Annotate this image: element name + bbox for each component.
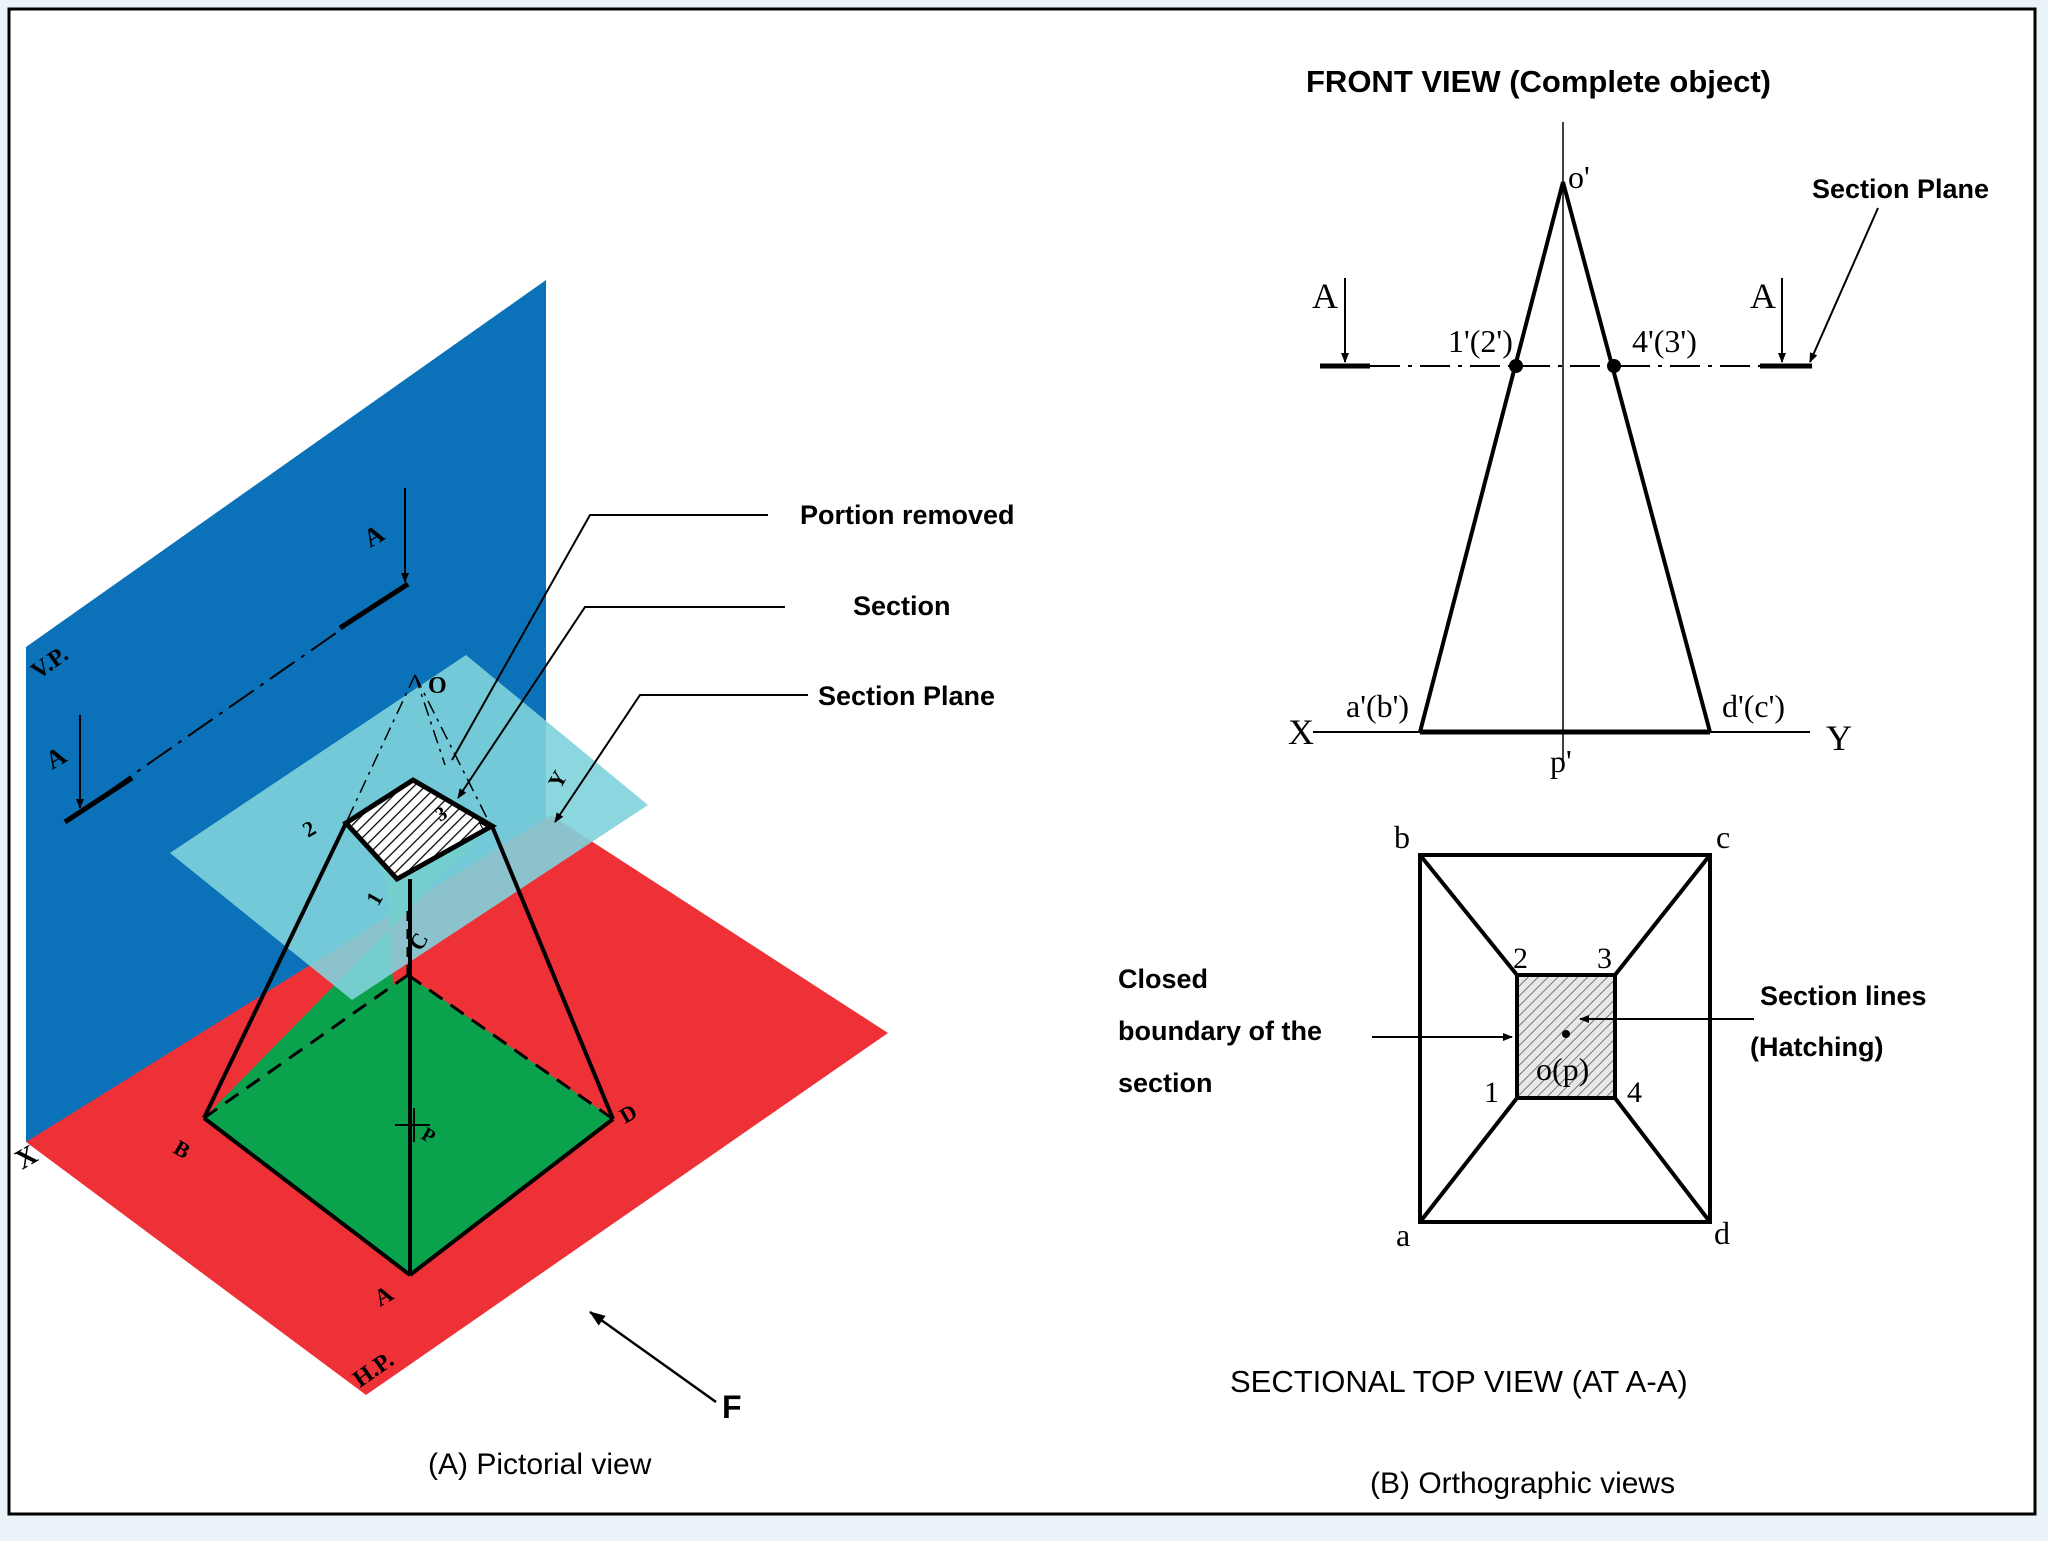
label-p-prime: p' xyxy=(1550,743,1572,779)
diag-c xyxy=(1613,853,1712,977)
label-apex-o: O xyxy=(428,673,447,699)
callout-portion-removed: Portion removed xyxy=(800,500,1015,530)
label-a-top: a xyxy=(1396,1217,1410,1253)
cut-label-left: A xyxy=(1312,276,1338,316)
closed-boundary-line2: boundary of the xyxy=(1118,1016,1322,1046)
label-o-prime: o' xyxy=(1568,159,1590,195)
center-point xyxy=(1562,1030,1570,1038)
label-2-top: 2 xyxy=(1513,942,1528,975)
label-d-c-prime: d'(c') xyxy=(1722,688,1785,724)
label-c-top: c xyxy=(1716,819,1730,855)
orthographic-caption: (B) Orthographic views xyxy=(1370,1467,1675,1500)
label-3-top: 3 xyxy=(1597,942,1612,975)
callout-section: Section xyxy=(853,591,951,621)
view-direction-arrow xyxy=(589,1310,717,1404)
cut-point-left xyxy=(1509,359,1523,373)
closed-boundary-line3: section xyxy=(1118,1068,1213,1098)
section-plane-label: Section Plane xyxy=(1812,174,1989,204)
diag-a xyxy=(1418,1096,1519,1224)
section-lines-line1: Section lines xyxy=(1760,981,1927,1011)
pictorial-caption: (A) Pictorial view xyxy=(428,1448,652,1481)
top-view-section xyxy=(1515,973,1617,1100)
label-1-top: 1 xyxy=(1484,1076,1499,1109)
leader-section-plane xyxy=(554,694,808,823)
top-view-outline xyxy=(1418,853,1712,1224)
label-o-p: o(p) xyxy=(1536,1051,1589,1087)
label-y-front: Y xyxy=(1826,718,1852,758)
cut-label-right: A xyxy=(1750,276,1776,316)
section-lines-line2: (Hatching) xyxy=(1750,1032,1883,1062)
diag-d xyxy=(1613,1096,1712,1224)
pictorial-view: A A V.P. H.P. X O A B C D P 1 2 xyxy=(10,280,1015,1481)
diag-b xyxy=(1418,853,1519,977)
label-a-b-prime: a'(b') xyxy=(1346,688,1409,724)
front-edge-right xyxy=(1561,181,1712,733)
leader-section xyxy=(457,606,785,799)
base-edge-ad xyxy=(408,1117,615,1277)
removed-edge-1 xyxy=(344,674,416,826)
vp-cut-end-left xyxy=(63,775,134,825)
leader-portion-removed xyxy=(451,514,768,761)
label-b-top: b xyxy=(1394,819,1410,855)
front-edge-left xyxy=(1418,181,1565,733)
front-view-title: FRONT VIEW (Complete object) xyxy=(1306,64,1771,99)
edge-2b xyxy=(202,822,348,1119)
label-d-top: d xyxy=(1714,1215,1730,1251)
top-view: b c a d 2 3 1 4 o(p) Closed boundary of … xyxy=(1118,819,1927,1399)
label-4-3-prime: 4'(3') xyxy=(1632,323,1697,359)
view-direction-label: F xyxy=(722,1389,742,1425)
callout-section-plane: Section Plane xyxy=(818,681,995,711)
closed-boundary-line1: Closed xyxy=(1118,964,1208,994)
edge-4d xyxy=(490,825,615,1120)
section-plane-leader xyxy=(1809,207,1879,363)
base-edge-bc-hidden xyxy=(203,973,409,1120)
top-view-title: SECTIONAL TOP VIEW (AT A-A) xyxy=(1230,1364,1688,1399)
vp-cut-end-right xyxy=(338,581,410,631)
base-edge-cd-hidden xyxy=(407,973,614,1121)
label-x: X xyxy=(1288,712,1314,752)
label-1-2-prime: 1'(2') xyxy=(1448,323,1513,359)
removed-edge-3 xyxy=(414,674,446,766)
cut-point-right xyxy=(1607,359,1621,373)
front-view: FRONT VIEW (Complete object) A A Section… xyxy=(1288,64,1989,779)
label-4-top: 4 xyxy=(1627,1076,1642,1109)
base-edge-ba xyxy=(202,1116,412,1277)
